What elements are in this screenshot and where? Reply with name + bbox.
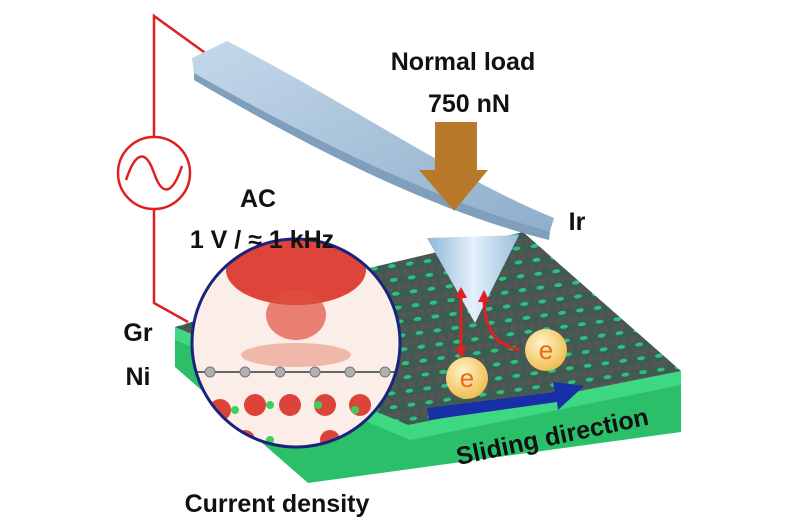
ac-circuit-wire — [152, 13, 216, 324]
ir-tip — [427, 235, 519, 323]
normal-load-label: Normal load — [391, 48, 535, 76]
svg-text:e: e — [539, 335, 553, 365]
electron-1: e — [446, 357, 488, 399]
ac-params-label: 1 V / ≈ 1 kHz — [190, 226, 334, 254]
electron-transfer-arrows — [459, 295, 521, 352]
ac-source-icon — [116, 135, 192, 211]
electron-2: e — [525, 329, 567, 371]
graphene-label: Gr — [123, 319, 152, 347]
nickel-label: Ni — [126, 363, 151, 391]
ac-label: AC — [240, 185, 276, 213]
current-density-inset — [190, 237, 402, 449]
sliding-direction-arrow — [427, 382, 584, 420]
current-density-label: Current density — [185, 490, 370, 518]
tip-material-label: Ir — [569, 208, 586, 236]
svg-text:e: e — [460, 363, 474, 393]
normal-load-arrow — [419, 122, 488, 211]
load-value-label: 750 nN — [428, 90, 510, 118]
